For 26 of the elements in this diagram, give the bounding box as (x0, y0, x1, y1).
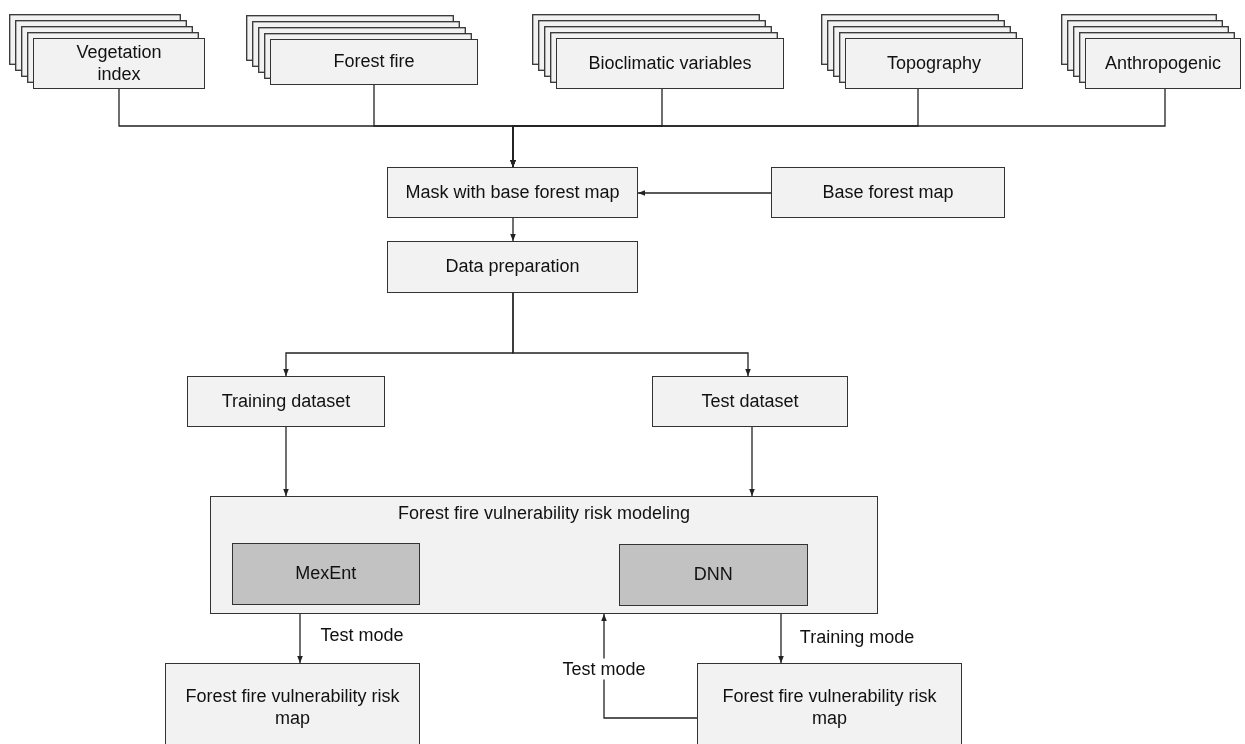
process-box: Forest fire vulnerability risk map (697, 663, 962, 744)
process-box: Mask with base forest map (387, 167, 638, 218)
layered-data-box: Bioclimatic variables (556, 38, 784, 89)
container-title: Forest fire vulnerability risk modeling (396, 503, 692, 525)
connector-arrow (297, 613, 303, 664)
connector-arrow (510, 88, 1166, 168)
process-box: Base forest map (771, 167, 1005, 218)
process-box: Training dataset (187, 376, 385, 427)
connector-arrow (283, 426, 289, 497)
process-container (210, 496, 878, 614)
connector-arrow (601, 613, 698, 719)
process-box: Forest fire vulnerability risk map (165, 663, 420, 744)
layered-data-box: Anthropogenic (1085, 38, 1241, 89)
edge-label: Test mode (560, 658, 648, 680)
process-box: Data preparation (387, 241, 638, 293)
connector-arrow (749, 426, 755, 497)
process-box: Test dataset (652, 376, 848, 427)
model-box: DNN (618, 543, 808, 606)
connector-arrow (512, 292, 751, 377)
model-box: MexEnt (231, 542, 420, 605)
layered-data-box: Forest fire (270, 39, 478, 85)
layered-data-box: Vegetation index (33, 38, 205, 89)
connector-arrow (510, 217, 516, 242)
connector-arrow (778, 613, 784, 664)
connector-arrow (637, 190, 772, 196)
layered-data-box: Topography (845, 38, 1023, 89)
